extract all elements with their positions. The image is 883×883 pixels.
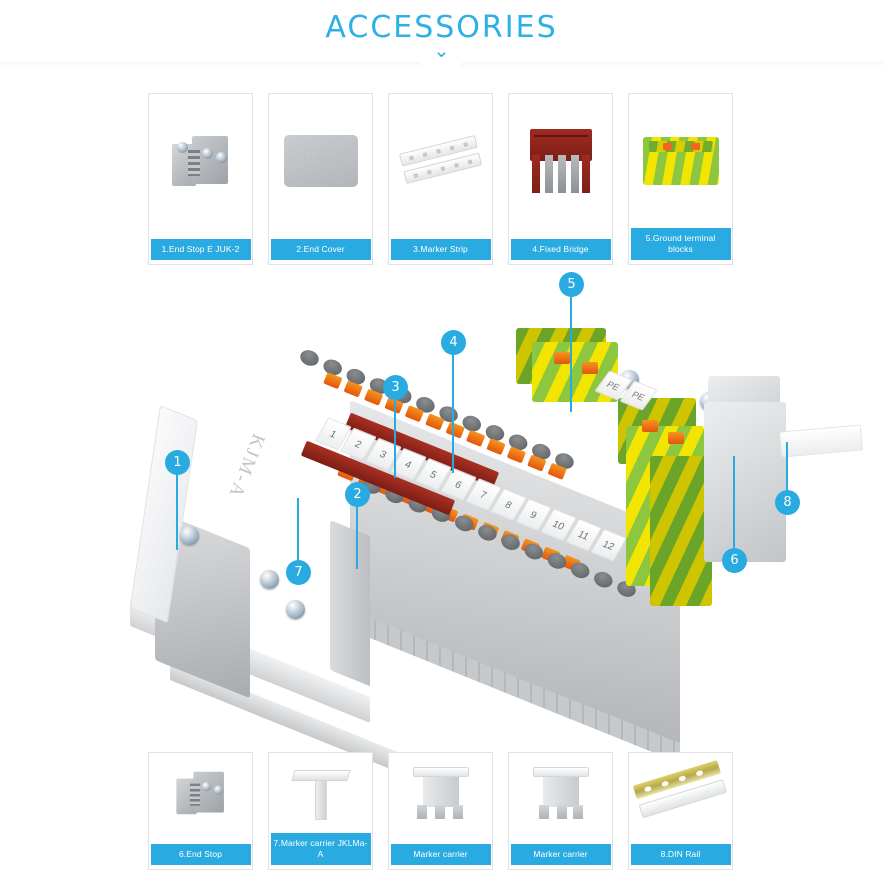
- callout-leader-line: [394, 400, 396, 478]
- product-thumbnail: [629, 94, 732, 228]
- accessory-card-marker-carrier-jklma-a[interactable]: 7.Marker carrier JKLMa-A: [268, 752, 373, 870]
- terminal-body-face: [330, 520, 370, 687]
- ground-terminal-part: [650, 456, 712, 606]
- product-thumbnail: [389, 753, 492, 833]
- product-thumbnail: [269, 753, 372, 833]
- hero-product-image: KJM-A: [120, 280, 863, 773]
- accessory-label: 8.DIN Rail: [630, 844, 731, 865]
- accessory-card-fixed-bridge[interactable]: 4.Fixed Bridge: [508, 93, 613, 265]
- marker-carrier-icon: [532, 765, 589, 821]
- ground-terminal-block-icon: [642, 137, 719, 185]
- accessory-label: 6.End Stop: [150, 844, 251, 865]
- callout-number: 2: [345, 482, 370, 507]
- accessory-card-marker-carrier-a[interactable]: Marker carrier: [388, 752, 493, 870]
- accessory-card-end-stop-e-juk-2[interactable]: 1.End Stop E JUK-2: [148, 93, 253, 265]
- accessory-label: Marker carrier: [390, 844, 491, 865]
- callout-number: 7: [286, 560, 311, 585]
- product-thumbnail: UK: [269, 94, 372, 228]
- callout-number: 3: [383, 375, 408, 400]
- accessory-label: 3.Marker Strip: [390, 239, 491, 260]
- header-banner: ACCESSORIES ⌄: [0, 0, 883, 62]
- accessory-label: 4.Fixed Bridge: [510, 239, 611, 260]
- accessory-card-marker-strip[interactable]: 3.Marker Strip: [388, 93, 493, 265]
- marker-carrier-icon: [412, 765, 469, 821]
- callout-number: 6: [722, 548, 747, 573]
- fixed-bridge-icon: [529, 129, 592, 193]
- accessory-label: Marker carrier: [510, 844, 611, 865]
- screw-icon: [260, 570, 279, 589]
- accessory-card-end-cover[interactable]: UK 2.End Cover: [268, 93, 373, 265]
- din-rail-icon: [631, 756, 730, 830]
- accessory-card-ground-terminal-blocks[interactable]: 5.Ground terminal blocks: [628, 93, 733, 265]
- banner-notch: [419, 62, 464, 84]
- accessory-label: 2.End Cover: [270, 239, 371, 260]
- callout-leader-line: [297, 498, 299, 560]
- callout-number: 1: [165, 450, 190, 475]
- din-rail-tab: [779, 424, 863, 458]
- accessory-card-row-bottom: 6.End Stop 7.Marker carrier JKLMa-A Mark…: [148, 752, 733, 870]
- marker-strip-icon: [397, 129, 484, 193]
- end-cover-icon: UK: [283, 135, 358, 187]
- terminal-lever: [668, 432, 684, 444]
- callout-leader-line: [786, 442, 788, 490]
- embossed-product-name: KJM-A: [224, 430, 269, 502]
- page-title: ACCESSORIES: [325, 10, 558, 45]
- product-thumbnail: [149, 753, 252, 833]
- product-thumbnail: [629, 753, 732, 833]
- accessory-card-din-rail[interactable]: 8.DIN Rail: [628, 752, 733, 870]
- callout-leader-line: [356, 507, 358, 569]
- terminal-lever: [582, 362, 598, 374]
- accessory-card-row-top: 1.End Stop E JUK-2 UK 2.End Cover 3.Mark…: [148, 93, 733, 265]
- callout-number: 8: [775, 490, 800, 515]
- callout-leader-line: [176, 475, 178, 550]
- callout-leader-line: [570, 297, 572, 412]
- screw-icon: [286, 600, 305, 619]
- callout-number: 5: [559, 272, 584, 297]
- marker-carrier-icon: [290, 764, 351, 822]
- end-stop-icon: [168, 130, 234, 192]
- callout-leader-line: [733, 456, 735, 548]
- product-thumbnail: [389, 94, 492, 228]
- end-stop-right-part: [704, 402, 786, 562]
- accessory-label: 1.End Stop E JUK-2: [150, 239, 251, 260]
- accessory-card-end-stop[interactable]: 6.End Stop: [148, 752, 253, 870]
- end-stop-icon: [172, 767, 228, 820]
- screw-icon: [180, 526, 199, 545]
- callout-number: 4: [441, 330, 466, 355]
- product-thumbnail: [509, 94, 612, 228]
- terminal-lever: [554, 352, 570, 364]
- accessory-label: 5.Ground terminal blocks: [630, 228, 731, 260]
- accessory-card-marker-carrier-b[interactable]: Marker carrier: [508, 752, 613, 870]
- product-thumbnail: [509, 753, 612, 833]
- product-thumbnail: [149, 94, 252, 228]
- chevron-down-icon: ⌄: [433, 40, 450, 62]
- accessory-label: 7.Marker carrier JKLMa-A: [270, 833, 371, 865]
- callout-leader-line: [452, 355, 454, 473]
- terminal-lever: [642, 420, 658, 432]
